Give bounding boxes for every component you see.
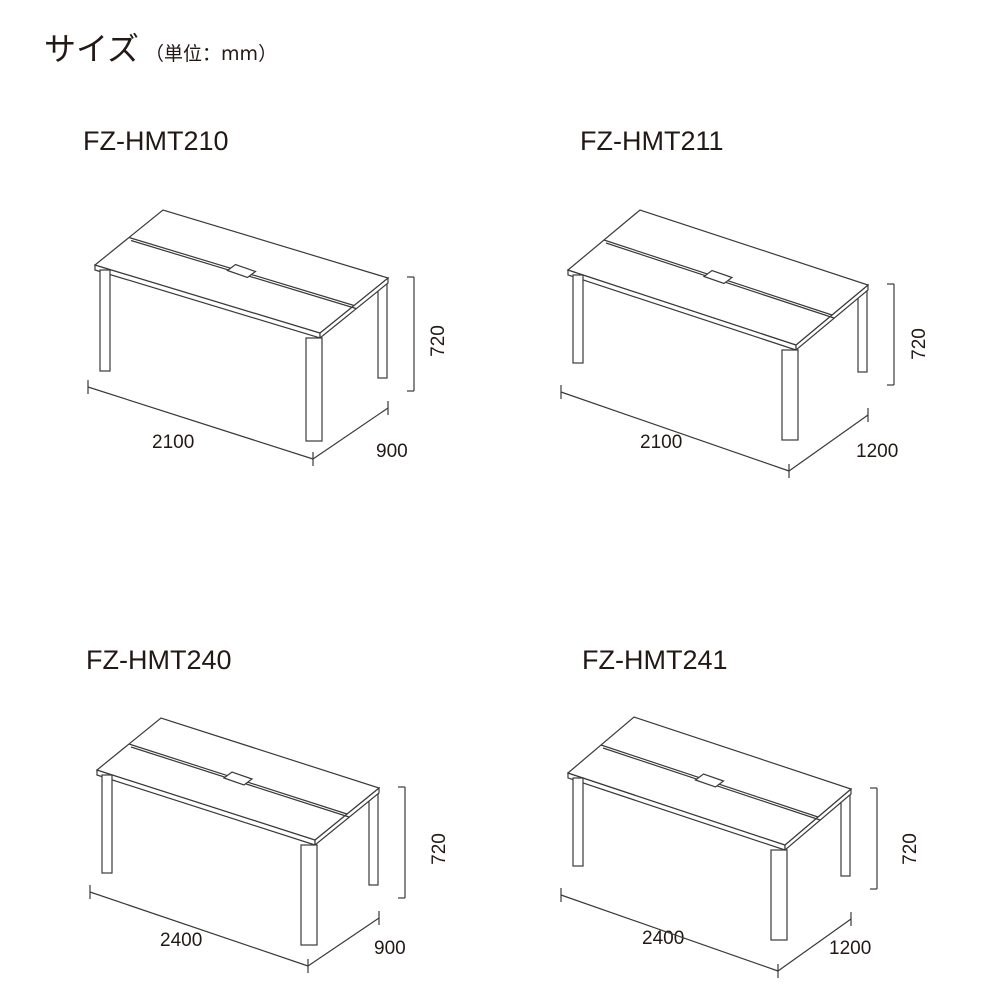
- depth-dimension-line: [307, 917, 380, 967]
- depth-label: 1200: [829, 938, 872, 959]
- model-label: FZ-HMT240: [86, 645, 232, 675]
- model-label: FZ-HMT241: [582, 645, 728, 675]
- depth-label: 1200: [856, 441, 899, 462]
- model-label: FZ-HMT211: [580, 126, 724, 156]
- cable-grommet: [222, 771, 254, 786]
- back-right-leg: [840, 793, 851, 877]
- depth-dimension-line: [788, 414, 869, 472]
- depth-dimension-line: [312, 407, 389, 460]
- width-label: 2100: [640, 432, 683, 453]
- back-right-leg: [857, 289, 868, 373]
- width-dimension-line: [89, 891, 309, 967]
- depth-dimension-line: [777, 918, 852, 972]
- width-dimension-line: [560, 894, 779, 972]
- cable-grommet: [226, 263, 257, 279]
- title-text: サイズ: [44, 30, 140, 68]
- front-right-leg: [770, 849, 788, 941]
- front-left-leg: [99, 269, 111, 372]
- front-right-leg: [300, 844, 318, 946]
- model-label: FZ-HMT210: [83, 126, 229, 156]
- width-label: 2100: [152, 432, 195, 453]
- cable-grommet: [694, 773, 725, 788]
- front-left-leg: [572, 777, 584, 867]
- back-right-leg: [368, 792, 379, 886]
- page-title: サイズ（単位：mm）: [44, 24, 277, 70]
- front-right-leg: [305, 337, 323, 442]
- front-left-leg: [101, 774, 113, 874]
- depth-label: 900: [376, 441, 408, 462]
- front-right-leg: [781, 349, 799, 441]
- depth-label: 900: [374, 938, 406, 959]
- unit-label: （単位：mm）: [145, 43, 278, 65]
- width-dimension-line: [87, 386, 314, 460]
- back-right-leg: [377, 282, 388, 379]
- cable-grommet: [702, 269, 734, 285]
- front-left-leg: [572, 274, 584, 364]
- width-label: 2400: [642, 928, 685, 949]
- width-label: 2400: [160, 930, 203, 951]
- width-dimension-line: [560, 391, 790, 472]
